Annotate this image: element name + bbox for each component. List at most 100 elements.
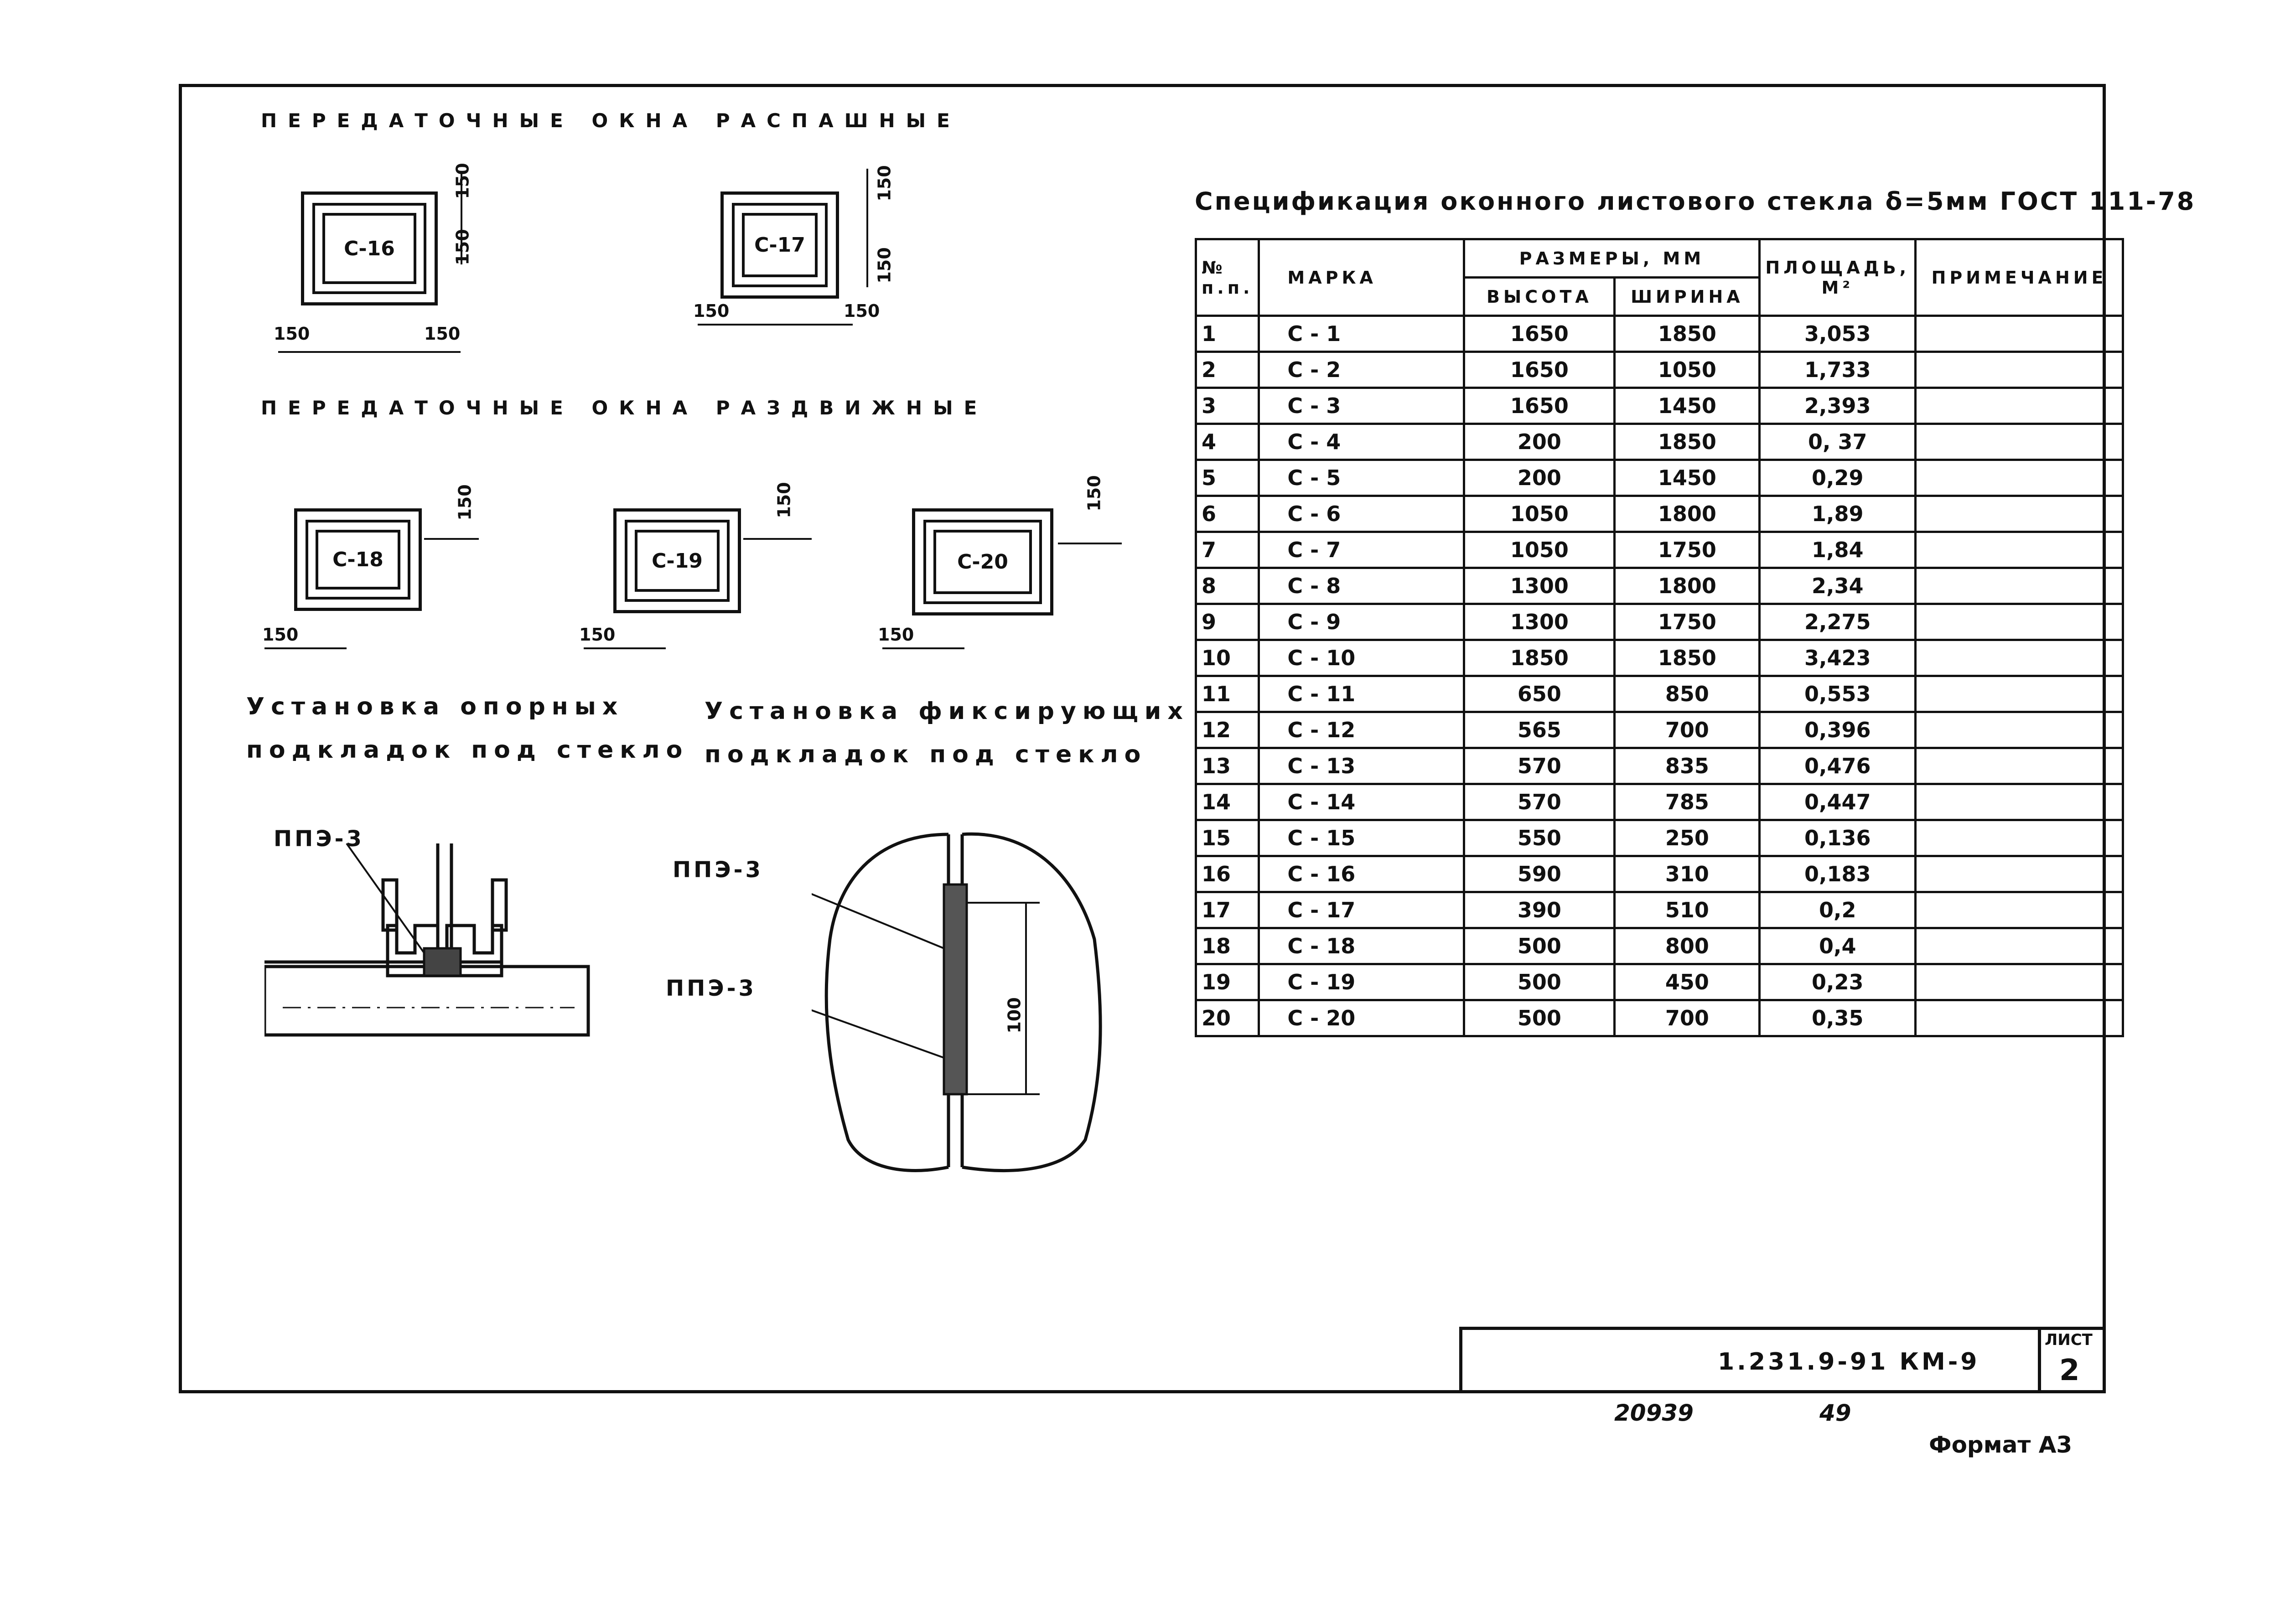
cell-mark: С - 9: [1258, 603, 1466, 641]
cell-width: 310: [1613, 855, 1761, 893]
inventory-number: 20939: [1614, 1400, 1694, 1426]
header-sizes: РАЗМЕРЫ, ММ: [1463, 238, 1761, 279]
cell-area: 0,183: [1758, 855, 1917, 893]
cell-num: 1: [1194, 315, 1260, 353]
dim-pad-length: 100: [1004, 997, 1025, 1034]
cell-mark: С - 19: [1258, 963, 1466, 1001]
cell-height: 500: [1463, 999, 1616, 1037]
cell-num: 7: [1194, 531, 1260, 569]
cell-mark: С - 11: [1258, 675, 1466, 713]
cell-note: [1914, 891, 2125, 929]
cell-height: 1850: [1463, 639, 1616, 677]
cell-note: [1914, 999, 2125, 1037]
sheet-number: 2: [2059, 1354, 2080, 1387]
cell-height: 1650: [1463, 351, 1616, 389]
cell-area: 1,733: [1758, 351, 1917, 389]
cell-height: 1050: [1463, 495, 1616, 533]
cell-num: 12: [1194, 711, 1260, 749]
cell-note: [1914, 783, 2125, 821]
cell-height: 590: [1463, 855, 1616, 893]
window-c17-label: С-17: [742, 213, 818, 277]
cell-width: 850: [1613, 675, 1761, 713]
cell-area: 1,89: [1758, 495, 1917, 533]
dim-c17-top: 150: [874, 165, 895, 202]
cell-note: [1914, 351, 2125, 389]
cell-height: 550: [1463, 819, 1616, 857]
window-c18: С-18: [294, 508, 422, 611]
spec-title: Спецификация оконного листового стекла δ…: [1195, 187, 2196, 216]
cell-height: 1300: [1463, 567, 1616, 605]
cell-width: 510: [1613, 891, 1761, 929]
cell-area: 0,35: [1758, 999, 1917, 1037]
cell-height: 500: [1463, 927, 1616, 965]
cell-num: 18: [1194, 927, 1260, 965]
cell-width: 450: [1613, 963, 1761, 1001]
cell-height: 200: [1463, 423, 1616, 461]
cell-area: 0,23: [1758, 963, 1917, 1001]
cell-area: 2,275: [1758, 603, 1917, 641]
heading-support-pads-2: подкладок под стекло: [246, 736, 689, 764]
cell-note: [1914, 639, 2125, 677]
cell-mark: С - 10: [1258, 639, 1466, 677]
window-c16-label: С-16: [322, 213, 416, 284]
cell-num: 11: [1194, 675, 1260, 713]
cell-height: 1650: [1463, 315, 1616, 353]
sheet-label: ЛИСТ: [2045, 1331, 2093, 1349]
cell-width: 700: [1613, 999, 1761, 1037]
cell-note: [1914, 423, 2125, 461]
cell-num: 15: [1194, 819, 1260, 857]
heading-fixing-pads-1: Установка фиксирующих: [705, 698, 1189, 725]
window-c19: С-19: [613, 508, 741, 613]
cell-width: 1450: [1613, 387, 1761, 425]
cell-note: [1914, 315, 2125, 353]
cell-note: [1914, 459, 2125, 497]
cell-height: 650: [1463, 675, 1616, 713]
cell-height: 390: [1463, 891, 1616, 929]
cell-num: 3: [1194, 387, 1260, 425]
dim-c17-side: 150: [874, 247, 895, 284]
heading-swing-windows: ПЕРЕДАТОЧНЫЕ ОКНА РАСПАШНЫЕ: [261, 109, 961, 132]
heading-support-pads-1: Установка опорных: [246, 693, 624, 720]
dim-c16-side: 150: [452, 229, 473, 265]
cell-mark: С - 4: [1258, 423, 1466, 461]
cell-note: [1914, 675, 2125, 713]
sheet-cell: ЛИСТ 2: [2038, 1330, 2103, 1390]
cell-mark: С - 5: [1258, 459, 1466, 497]
cell-mark: С - 2: [1258, 351, 1466, 389]
cell-note: [1914, 927, 2125, 965]
cell-note: [1914, 855, 2125, 893]
cell-area: 2,393: [1758, 387, 1917, 425]
cell-width: 1750: [1613, 603, 1761, 641]
cell-note: [1914, 747, 2125, 785]
heading-sliding-windows: ПЕРЕДАТОЧНЫЕ ОКНА РАЗДВИЖНЫЕ: [261, 397, 988, 419]
dim-c17-left: 150: [693, 301, 730, 321]
fixing-pad-detail: [812, 832, 1102, 1172]
support-pad-detail: [264, 843, 590, 1037]
window-c19-label: С-19: [635, 530, 720, 592]
cell-width: 1750: [1613, 531, 1761, 569]
cell-num: 17: [1194, 891, 1260, 929]
dim-c20-top: 150: [1084, 475, 1104, 512]
cell-mark: С - 12: [1258, 711, 1466, 749]
cell-note: [1914, 387, 2125, 425]
cell-num: 10: [1194, 639, 1260, 677]
header-width: ШИРИНА: [1613, 276, 1761, 317]
dim-c17-right: 150: [844, 301, 880, 321]
cell-num: 19: [1194, 963, 1260, 1001]
cell-area: 0,136: [1758, 819, 1917, 857]
dim-c18-left: 150: [262, 625, 299, 645]
cell-note: [1914, 819, 2125, 857]
paper-format: Формат А3: [1929, 1432, 2073, 1458]
header-mark: МАРКА: [1258, 238, 1466, 317]
window-c17: С-17: [720, 191, 839, 299]
cell-height: 1650: [1463, 387, 1616, 425]
callout-fixing-ppe-top: ППЭ-3: [673, 857, 763, 883]
